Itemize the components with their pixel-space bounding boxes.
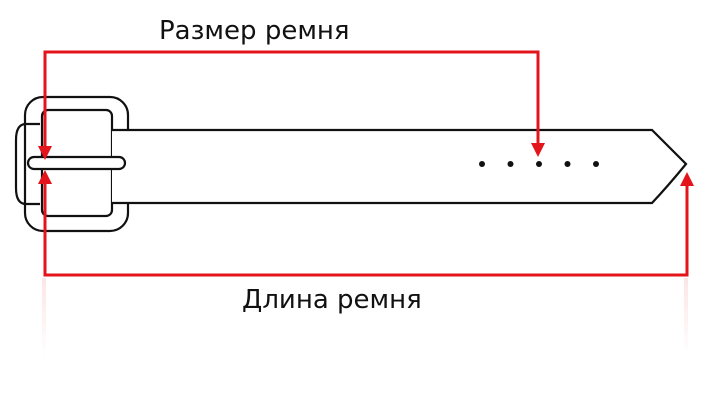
- belt-length-arrow: [43, 182, 689, 277]
- belt-hole: [536, 161, 542, 167]
- belt-hole: [479, 161, 485, 167]
- buckle-prong: [26, 155, 127, 171]
- belt-hole: [507, 161, 514, 167]
- belt-size-arrow: [43, 50, 540, 155]
- belt-strap: [112, 128, 688, 205]
- belt-length-arrowhead-right: [680, 172, 694, 186]
- reflection: [42, 278, 688, 358]
- buckle-pin-housing: [14, 122, 40, 206]
- belt-hole: [564, 161, 571, 167]
- belt-length-arrowhead-left: [38, 170, 52, 184]
- belt-size-arrowhead-left: [38, 146, 52, 160]
- belt-holes: [479, 161, 599, 167]
- belt-length-label: Длина ремня: [242, 285, 422, 315]
- belt-hole: [593, 161, 599, 167]
- belt-size-arrowhead-right: [531, 143, 545, 157]
- belt-size-label: Размер ремня: [159, 16, 350, 46]
